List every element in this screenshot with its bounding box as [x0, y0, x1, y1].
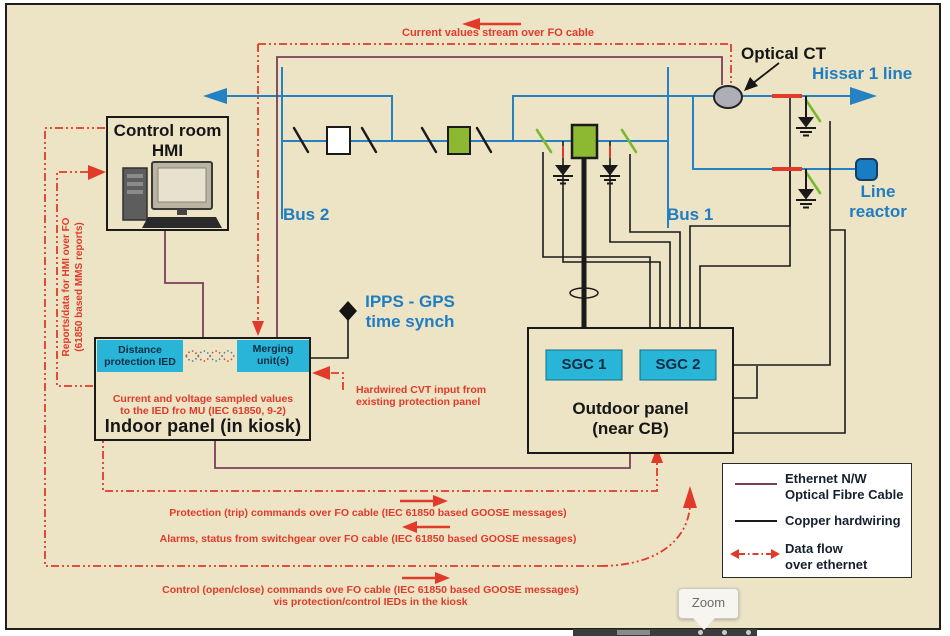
circuit-breaker	[570, 123, 599, 160]
sgc2-box	[639, 349, 717, 381]
gps-clock-icon	[339, 301, 357, 321]
optical-ct-symbol	[713, 85, 743, 109]
hmi-computer-icon	[122, 161, 222, 228]
optical-ct-callout-arrow	[744, 62, 780, 91]
sgc1-box	[545, 349, 623, 381]
legend-ethernet-label: Ethernet N/W Optical Fibre Cable	[785, 471, 904, 502]
sgc2-label: SGC 2	[655, 356, 701, 373]
distance-ied-label: Distance protection IED	[104, 344, 176, 369]
ipps-gps-label: IPPS - GPS time synch	[365, 292, 455, 332]
bus1-label: Bus 1	[667, 205, 714, 224]
fibre-wavy-link	[185, 350, 235, 362]
legend-copper-label: Copper hardwiring	[785, 513, 901, 528]
distance-ied-box	[97, 340, 183, 372]
viewer-toolbar[interactable]	[573, 629, 757, 636]
disconnector-switches	[292, 126, 493, 154]
reports-vertical-label: Reports/data for HMI over FO (61850 base…	[61, 217, 85, 357]
zoom-tooltip-label: Zoom	[691, 595, 726, 610]
merging-unit-box	[237, 340, 309, 372]
copper-line-swatch	[735, 520, 777, 522]
breaker-closed	[447, 126, 471, 155]
hissar-line-label: Hissar 1 line	[812, 64, 913, 83]
legend-box: Ethernet N/W Optical Fibre Cable Copper …	[722, 463, 912, 578]
outdoor-panel-label: Outdoor panel (near CB)	[572, 399, 689, 439]
sgc1-label: SGC 1	[561, 356, 607, 373]
toolbar-button-1[interactable]	[698, 630, 703, 635]
toolbar-button-2[interactable]	[722, 630, 727, 635]
ground-symbols	[553, 96, 816, 209]
breaker-open	[326, 126, 351, 155]
outdoor-panel-box	[527, 327, 734, 454]
ethernet-line-swatch	[735, 483, 777, 485]
legend-dataflow-label: Data flow over ethernet	[785, 541, 868, 572]
indoor-panel-label: Indoor panel (in kiosk)	[104, 416, 302, 436]
dataflow-dashed-paths	[44, 43, 732, 567]
sampled-values-label: Current and voltage sampled values to th…	[112, 393, 294, 418]
copper-wiring	[310, 98, 846, 434]
optical-ct-label: Optical CT	[741, 44, 827, 63]
ethernet-fibre-lines	[164, 56, 723, 469]
busbar-left-arrow	[203, 88, 227, 104]
protection-trip-label: Protection (trip) commands over FO cable…	[169, 507, 567, 519]
line-reactor-label: Line reactor	[849, 182, 907, 222]
ct-marks-red	[562, 94, 802, 171]
control-room-label: Control room HMI	[113, 121, 222, 161]
hissar-line-arrow	[850, 87, 877, 105]
line-reactor-symbol	[855, 158, 878, 181]
cable-joint	[569, 287, 599, 299]
earth-switches-green	[535, 98, 822, 195]
dataflow-arrow-swatch	[730, 549, 780, 559]
toolbar-slider[interactable]	[617, 630, 650, 635]
merging-unit-label: Merging unit(s)	[252, 343, 294, 368]
alarms-status-label: Alarms, status from switchgear over FO c…	[159, 533, 577, 545]
control-commands-label: Control (open/close) commands ove FO cab…	[162, 584, 579, 609]
current-values-label: Current values stream over FO cable	[402, 27, 594, 39]
toolbar-button-3[interactable]	[746, 630, 751, 635]
bus2-label: Bus 2	[283, 205, 330, 224]
zoom-tooltip[interactable]: Zoom	[678, 588, 739, 630]
hv-bus-lines	[226, 67, 856, 228]
hardwired-cvt-label: Hardwired CVT input from existing protec…	[356, 384, 487, 409]
